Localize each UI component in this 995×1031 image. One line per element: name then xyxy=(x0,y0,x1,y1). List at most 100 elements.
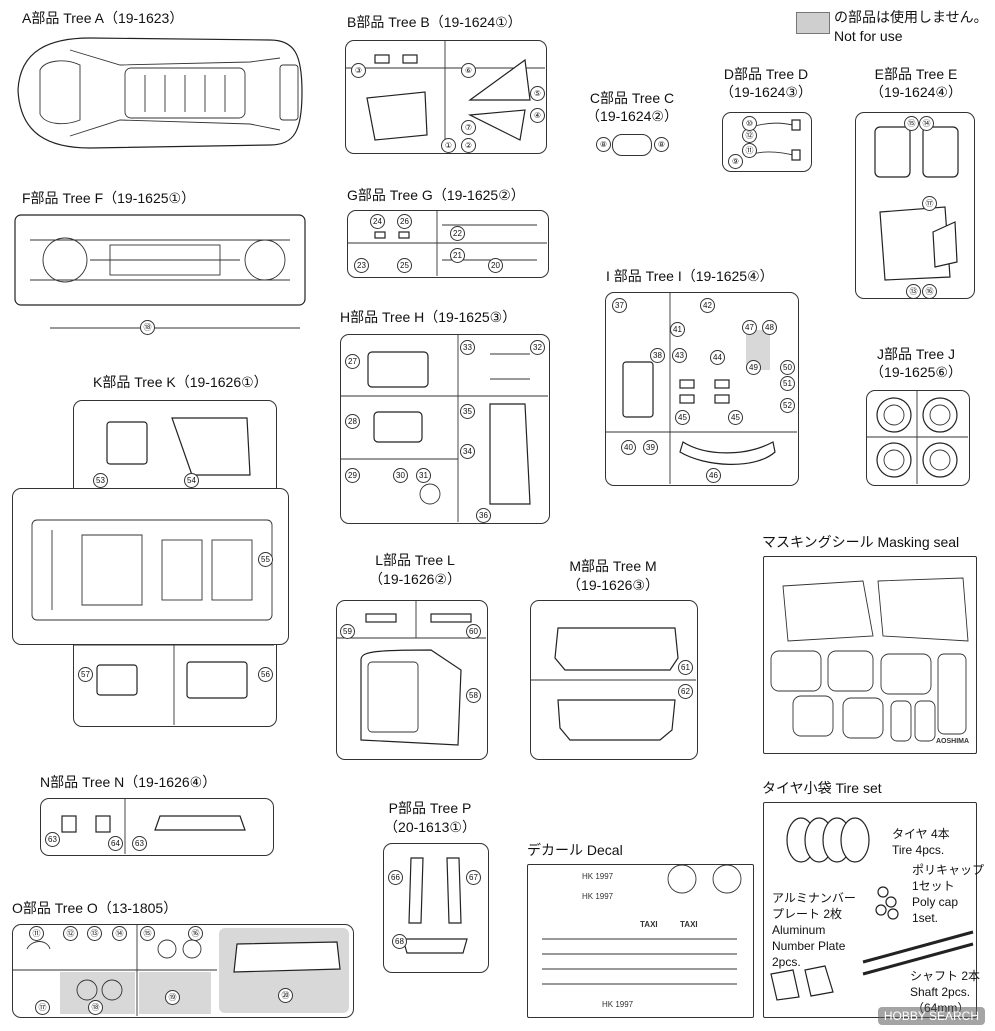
tree-f-label: F部品 Tree F（19-1625①） xyxy=(22,190,196,206)
tree-h-label: H部品 Tree H（19-1625③） xyxy=(340,309,517,325)
plate-en3: 2pcs. xyxy=(772,955,801,969)
polycap-jp2: 1セット xyxy=(912,879,955,893)
part-i-49: 49 xyxy=(746,360,761,375)
part-i-44: 44 xyxy=(710,350,725,365)
part-i-46: 46 xyxy=(706,468,721,483)
plate-en: Aluminum xyxy=(772,923,826,937)
part-o-20: ⑳ xyxy=(278,988,293,1003)
tree-g-art xyxy=(347,210,547,276)
part-c-8b: ⑧ xyxy=(654,137,669,152)
tree-b-art xyxy=(345,40,545,152)
tree-l-code: （19-1626②） xyxy=(369,571,461,587)
not-for-use-swatch xyxy=(796,12,830,34)
part-i-45b: 45 xyxy=(728,410,743,425)
part-o-13: ⑬ xyxy=(87,926,102,941)
tree-c-code: （19-1624②） xyxy=(586,108,678,124)
part-e-15: ⑮ xyxy=(904,116,919,131)
part-o-16: ⑯ xyxy=(188,926,203,941)
tree-l-art xyxy=(336,600,486,746)
polycap-en2: 1set. xyxy=(912,911,939,925)
part-f-18: ⑱ xyxy=(140,320,155,335)
tree-p-frame xyxy=(383,843,489,973)
tree-k-art xyxy=(31,417,274,725)
tree-a-body-art xyxy=(17,37,303,149)
tree-m-art xyxy=(530,627,696,741)
tree-p-label: P部品 Tree P xyxy=(388,800,472,816)
masking-seal-art xyxy=(770,577,969,742)
part-h-31: 31 xyxy=(416,468,431,483)
part-d-10: ⑩ xyxy=(742,116,757,131)
part-i-48: 48 xyxy=(762,320,777,335)
tree-j-wheels-art xyxy=(866,390,968,484)
decal-art xyxy=(542,864,742,985)
part-o-19: ⑲ xyxy=(165,990,180,1005)
polycap-jp: ポリキャップ xyxy=(912,863,985,877)
part-e-16: ⑯ xyxy=(922,284,937,299)
part-i-40: 40 xyxy=(621,440,636,455)
tree-j-code: （19-1625⑥） xyxy=(870,364,962,380)
decal-sheet xyxy=(527,864,754,1018)
tree-m-label: M部品 Tree M xyxy=(569,558,657,574)
part-g-23: 23 xyxy=(354,258,369,273)
part-g-21: 21 xyxy=(450,248,465,263)
tree-k-label: K部品 Tree K（19-1626①） xyxy=(93,374,268,390)
part-g-24: 24 xyxy=(370,214,385,229)
part-m-61: 61 xyxy=(678,660,693,675)
part-o-12: ⑫ xyxy=(63,926,78,941)
tree-g-label: G部品 Tree G（19-1625②） xyxy=(347,187,525,203)
part-p-66: 66 xyxy=(388,870,403,885)
decal-taxi-2: TAXI xyxy=(680,920,698,929)
part-d-9: ⑨ xyxy=(728,154,743,169)
part-n-63a: 63 xyxy=(45,832,60,847)
part-g-20: 20 xyxy=(488,258,503,273)
part-o-14: ⑭ xyxy=(112,926,127,941)
tree-b-label: B部品 Tree B（19-1624①） xyxy=(347,14,522,30)
legend-en: Not for use xyxy=(834,28,903,44)
part-d-11: ⑪ xyxy=(742,143,757,158)
part-i-39: 39 xyxy=(643,440,658,455)
decal-plate-1: HK 1997 xyxy=(582,872,614,881)
part-k-56: 56 xyxy=(258,667,273,682)
part-h-36: 36 xyxy=(476,508,491,523)
tree-k-floor-part xyxy=(12,488,289,645)
tree-d-label: D部品 Tree D xyxy=(723,66,809,82)
part-h-32: 32 xyxy=(530,340,545,355)
tire-en: Tire 4pcs. xyxy=(892,843,945,857)
part-o-15: ⑮ xyxy=(140,926,155,941)
part-o-11: ⑪ xyxy=(29,926,44,941)
tree-h-art xyxy=(340,334,548,522)
tree-m-code: （19-1626③） xyxy=(567,577,659,593)
plate-en2: Number Plate xyxy=(772,939,846,953)
part-b-4: ④ xyxy=(530,108,545,123)
part-k-54: 54 xyxy=(184,473,199,488)
part-i-45a: 45 xyxy=(675,410,690,425)
tree-e-art xyxy=(874,126,959,281)
tire-jp: タイヤ 4本 xyxy=(892,827,950,841)
part-g-26: 26 xyxy=(397,214,412,229)
tree-e-code: （19-1624④） xyxy=(870,84,962,100)
part-l-60: 60 xyxy=(466,624,481,639)
part-e-17: ⑰ xyxy=(922,196,937,211)
part-o-17: ⑰ xyxy=(35,1000,50,1015)
masking-seal-label: マスキングシール Masking seal xyxy=(762,534,960,550)
decal-label: デカール Decal xyxy=(527,842,623,858)
part-o-18: ⑱ xyxy=(88,1000,103,1015)
part-e-13: ⑬ xyxy=(906,284,921,299)
part-i-41: 41 xyxy=(670,322,685,337)
legend-jp: の部品は使用しません。 xyxy=(834,9,988,25)
part-h-33: 33 xyxy=(460,340,475,355)
tire-set-art xyxy=(770,817,974,1001)
decal-taxi-1: TAXI xyxy=(640,920,658,929)
decal-plate-3: HK 1997 xyxy=(602,1000,634,1009)
part-i-47: 47 xyxy=(742,320,757,335)
part-b-6: ⑥ xyxy=(461,63,476,78)
tree-o-art xyxy=(12,924,341,1016)
part-p-67: 67 xyxy=(466,870,481,885)
part-g-25: 25 xyxy=(397,258,412,273)
part-b-1: ① xyxy=(441,138,456,153)
part-n-64: 64 xyxy=(108,836,123,851)
plate-jp2: プレート 2枚 xyxy=(772,907,843,921)
tree-f-chassis-art xyxy=(14,214,306,329)
part-b-7: ⑦ xyxy=(461,120,476,135)
tree-p-art xyxy=(402,857,468,954)
